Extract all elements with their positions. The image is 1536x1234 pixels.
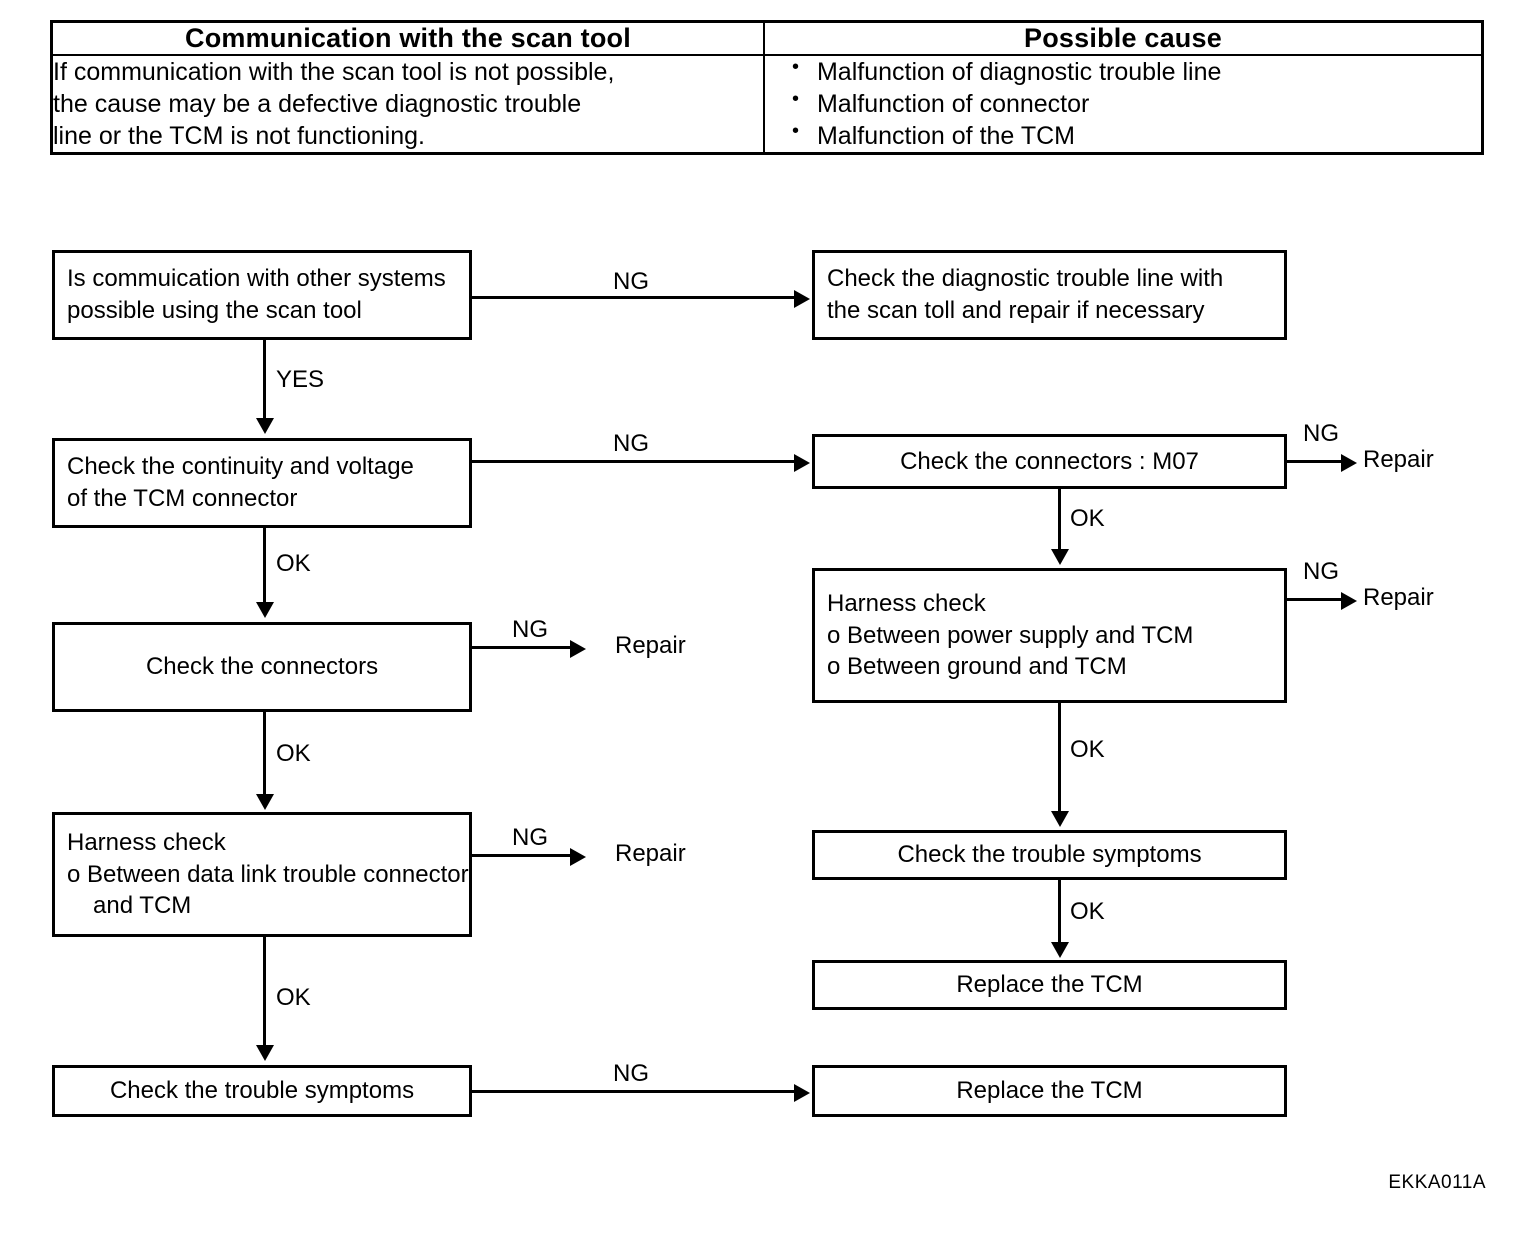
node-line: and TCM (93, 892, 192, 920)
arrowhead-right-icon (570, 848, 586, 866)
communication-cause-table: Communication with the scan tool Possibl… (50, 20, 1484, 155)
edge-harness-left-to-repair (472, 854, 572, 857)
node-line: Harness check (67, 828, 226, 856)
edge-symptoms-left-to-replace (472, 1090, 796, 1093)
edge-label-ok: OK (276, 550, 311, 577)
arrowhead-right-icon (1341, 592, 1357, 610)
node-harness-check-data-link[interactable]: Harness check o Between data link troubl… (52, 812, 472, 937)
arrowhead-right-icon (794, 454, 810, 472)
arrowhead-right-icon (794, 290, 810, 308)
node-check-connectors-m07[interactable]: Check the connectors : M07 (812, 434, 1287, 489)
table-body-row: If communication with the scan tool is n… (50, 54, 1484, 155)
terminal-repair-m07: Repair (1363, 446, 1434, 473)
edge-label-ok: OK (1070, 505, 1105, 532)
terminal-repair-connectors: Repair (615, 632, 686, 659)
node-line: o Between ground and TCM (827, 653, 1127, 681)
node-line: Check the connectors (145, 653, 379, 681)
description-line-3: line or the TCM is not functioning. (53, 122, 425, 150)
arrowhead-down-icon (1051, 942, 1069, 958)
description-line-2: the cause may be a defective diagnostic … (53, 90, 582, 118)
edge-symptoms-right-to-replace (1058, 880, 1061, 944)
table-cell-description: If communication with the scan tool is n… (50, 54, 765, 155)
edge-label-ok: OK (1070, 898, 1105, 925)
node-scan-tool-question[interactable]: Is commuication with other systems possi… (52, 250, 472, 340)
edge-label-ng: NG (512, 616, 548, 643)
edge-continuity-to-m07 (472, 460, 796, 463)
node-line: o Between power supply and TCM (827, 621, 1194, 649)
edge-question-to-diagnostic (472, 296, 796, 299)
edge-label-ng: NG (613, 1060, 649, 1087)
node-replace-tcm-bottom[interactable]: Replace the TCM (812, 1065, 1287, 1117)
terminal-repair-harness-right: Repair (1363, 584, 1434, 611)
node-line: Check the continuity and voltage (67, 453, 414, 481)
edge-continuity-to-connectors (263, 528, 266, 604)
edge-harness-right-to-symptoms (1058, 703, 1061, 813)
node-line: o Between data link trouble connector (67, 860, 469, 888)
arrowhead-down-icon (256, 1045, 274, 1061)
edge-connectors-to-repair (472, 646, 572, 649)
arrowhead-right-icon (570, 640, 586, 658)
edge-label-ng: NG (1303, 420, 1339, 447)
node-harness-check-power-ground[interactable]: Harness check o Between power supply and… (812, 568, 1287, 703)
node-line: Check the diagnostic trouble line with (827, 265, 1224, 293)
node-line: Check the trouble symptoms (109, 1077, 415, 1105)
edge-label-ng: NG (613, 430, 649, 457)
figure-code-label: EKKA011A (1388, 1172, 1486, 1193)
arrowhead-right-icon (794, 1084, 810, 1102)
node-replace-tcm-right[interactable]: Replace the TCM (812, 960, 1287, 1010)
node-line: possible using the scan tool (67, 297, 362, 324)
edge-harness-left-to-symptoms (263, 937, 266, 1047)
node-line: the scan toll and repair if necessary (827, 297, 1205, 324)
node-check-diagnostic-line[interactable]: Check the diagnostic trouble line with t… (812, 250, 1287, 340)
edge-question-to-continuity (263, 340, 266, 420)
arrowhead-down-icon (256, 794, 274, 810)
edge-label-ng: NG (512, 824, 548, 851)
edge-connectors-to-harness (263, 712, 266, 796)
edge-harness-right-to-repair (1287, 598, 1345, 601)
node-line: Is commuication with other systems (67, 265, 446, 293)
description-line-1: If communication with the scan tool is n… (53, 58, 615, 86)
node-line: Replace the TCM (956, 1077, 1143, 1105)
cause-item: Malfunction of the TCM (792, 119, 1481, 152)
edge-m07-to-harness (1058, 489, 1061, 551)
cause-item: Malfunction of diagnostic trouble line (792, 55, 1481, 88)
table-header-communication: Communication with the scan tool (50, 20, 765, 56)
node-line: Harness check (827, 589, 986, 617)
edge-label-ok: OK (1070, 736, 1105, 763)
node-check-connectors[interactable]: Check the connectors (52, 622, 472, 712)
arrowhead-down-icon (256, 602, 274, 618)
arrowhead-right-icon (1341, 454, 1357, 472)
node-line: Check the trouble symptoms (897, 841, 1202, 869)
cause-list: Malfunction of diagnostic trouble line M… (765, 55, 1481, 152)
node-line: Replace the TCM (956, 971, 1143, 999)
edge-label-yes: YES (276, 366, 325, 393)
node-check-trouble-symptoms-left[interactable]: Check the trouble symptoms (52, 1065, 472, 1117)
arrowhead-down-icon (256, 418, 274, 434)
arrowhead-down-icon (1051, 549, 1069, 565)
terminal-repair-harness-left: Repair (615, 840, 686, 867)
node-check-trouble-symptoms-right[interactable]: Check the trouble symptoms (812, 830, 1287, 880)
edge-label-ok: OK (276, 740, 311, 767)
table-header-possible-cause: Possible cause (762, 20, 1484, 56)
edge-label-ng: NG (613, 268, 649, 295)
arrowhead-down-icon (1051, 811, 1069, 827)
table-header-row: Communication with the scan tool Possibl… (50, 20, 1484, 56)
cause-item: Malfunction of connector (792, 87, 1481, 120)
edge-label-ng: NG (1303, 558, 1339, 585)
node-check-continuity[interactable]: Check the continuity and voltage of the … (52, 438, 472, 528)
table-cell-causes: Malfunction of diagnostic trouble line M… (762, 54, 1484, 155)
edge-m07-to-repair (1287, 460, 1345, 463)
node-line: of the TCM connector (67, 485, 298, 512)
node-line: Check the connectors : M07 (900, 447, 1199, 475)
edge-label-ok: OK (276, 984, 311, 1011)
